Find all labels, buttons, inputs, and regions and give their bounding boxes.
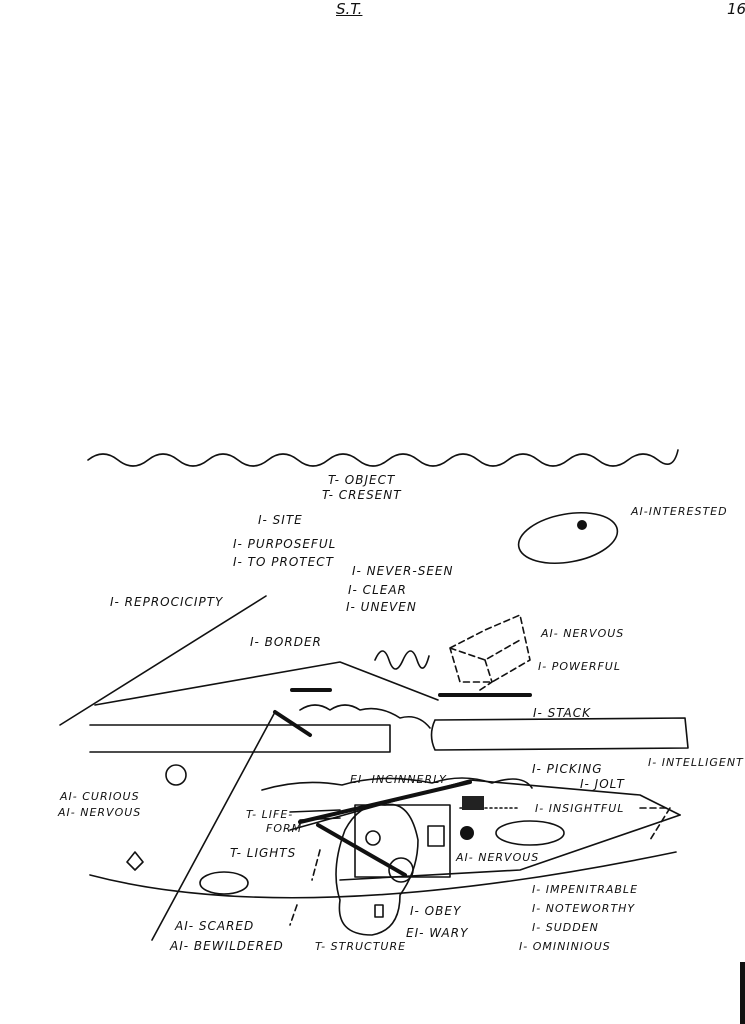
wavy-horizon-line xyxy=(87,449,679,467)
ground-curve xyxy=(89,851,677,899)
label-ai-scared: AI- SCARED xyxy=(174,919,254,933)
dark-hatch xyxy=(462,796,484,810)
small-circle-left xyxy=(165,764,187,786)
label-t-structure: T- STRUCTURE xyxy=(315,940,406,953)
page-title: S.T. xyxy=(336,0,363,18)
label-t-life: T- LIFE- xyxy=(246,808,293,821)
label-i-intelligent: I- INTELLIGENT xyxy=(648,756,744,769)
page-number: 16 xyxy=(727,0,745,18)
cloud-mid xyxy=(261,777,533,791)
label-i-jolt: I- JOLT xyxy=(580,777,626,791)
label-t-form: FORM xyxy=(266,822,302,835)
ground-dash-1 xyxy=(311,849,321,881)
label-ai-nervous-left: AI- NERVOUS xyxy=(57,806,141,819)
pole-top-mark xyxy=(273,710,312,737)
life-form-beam xyxy=(316,823,407,877)
label-i-stack: I- STACK xyxy=(533,706,591,720)
cloud-top xyxy=(299,704,431,729)
label-t-lights: T- LIGHTS xyxy=(230,846,296,860)
label-i-purposeful: I- PURPOSEFUL xyxy=(233,537,336,551)
label-ai-nervous-mid: AI- NERVOUS xyxy=(455,851,539,864)
small-square xyxy=(374,904,384,918)
squiggle xyxy=(374,650,430,670)
label-ei-incinnerly: EI- INCINNERLY xyxy=(350,773,447,786)
label-i-noteworthy: I- NOTEWORTHY xyxy=(532,902,635,915)
label-ai-curious: AI- CURIOUS xyxy=(59,790,140,803)
label-i-border: I- BORDER xyxy=(250,635,322,649)
label-i-uneven: I- UNEVEN xyxy=(346,600,417,614)
label-i-sudden: I- SUDDEN xyxy=(532,921,599,934)
label-i-impenitrable: I- IMPENITRABLE xyxy=(532,883,638,896)
small-grid-box xyxy=(427,825,445,847)
label-t-object: T- OBJECT xyxy=(328,473,396,487)
label-i-reprocicipty: I- REPROCICIPTY xyxy=(110,595,224,609)
stack-bar-left xyxy=(89,724,391,753)
stack-bar-right xyxy=(430,717,689,751)
label-ei-wary: EI- WARY xyxy=(406,926,469,940)
dashed-cube xyxy=(449,614,531,691)
label-i-obey: I- OBEY xyxy=(410,904,462,918)
label-i-clear: I- CLEAR xyxy=(348,583,407,597)
label-i-picking: I- PICKING xyxy=(532,762,603,776)
label-i-to-protect: I- TO PROTECT xyxy=(233,555,335,569)
label-i-site: I- SITE xyxy=(258,513,303,527)
rect-window xyxy=(354,804,451,878)
label-t-cresent: T- CRESENT xyxy=(322,488,402,502)
label-i-omininious: I- OMININIOUS xyxy=(519,940,611,953)
label-i-powerful: I- POWERFUL xyxy=(538,660,621,673)
life-form-head xyxy=(365,830,381,846)
life-form-outline xyxy=(335,803,419,936)
life-form-circle xyxy=(388,857,414,883)
cloud-lines xyxy=(289,809,341,821)
craft-tip xyxy=(639,807,671,841)
black-dot xyxy=(460,826,474,840)
craft-dark-stroke xyxy=(298,780,472,824)
orbit-ellipse xyxy=(517,512,619,564)
craft-lower-edge xyxy=(339,814,681,881)
label-i-insightful: I- INSIGHTFUL xyxy=(535,802,624,815)
pole-line xyxy=(151,711,276,941)
scan-edge-bar xyxy=(740,962,745,1024)
oval-bottom-left xyxy=(199,871,249,895)
orbit-dot xyxy=(577,520,587,530)
label-ai-interested: AI-INTERESTED xyxy=(630,505,728,518)
label-ai-bewildered: AI- BEWILDERED xyxy=(169,939,284,953)
diamond-shape xyxy=(126,851,144,871)
border-ridge xyxy=(94,661,439,706)
diagonal-line-left xyxy=(59,595,267,726)
label-ai-nervous-top: AI- NERVOUS xyxy=(540,627,624,640)
label-i-never-seen: I- NEVER-SEEN xyxy=(352,564,453,578)
oval-right xyxy=(495,820,565,846)
ground-dash-2 xyxy=(289,904,298,926)
